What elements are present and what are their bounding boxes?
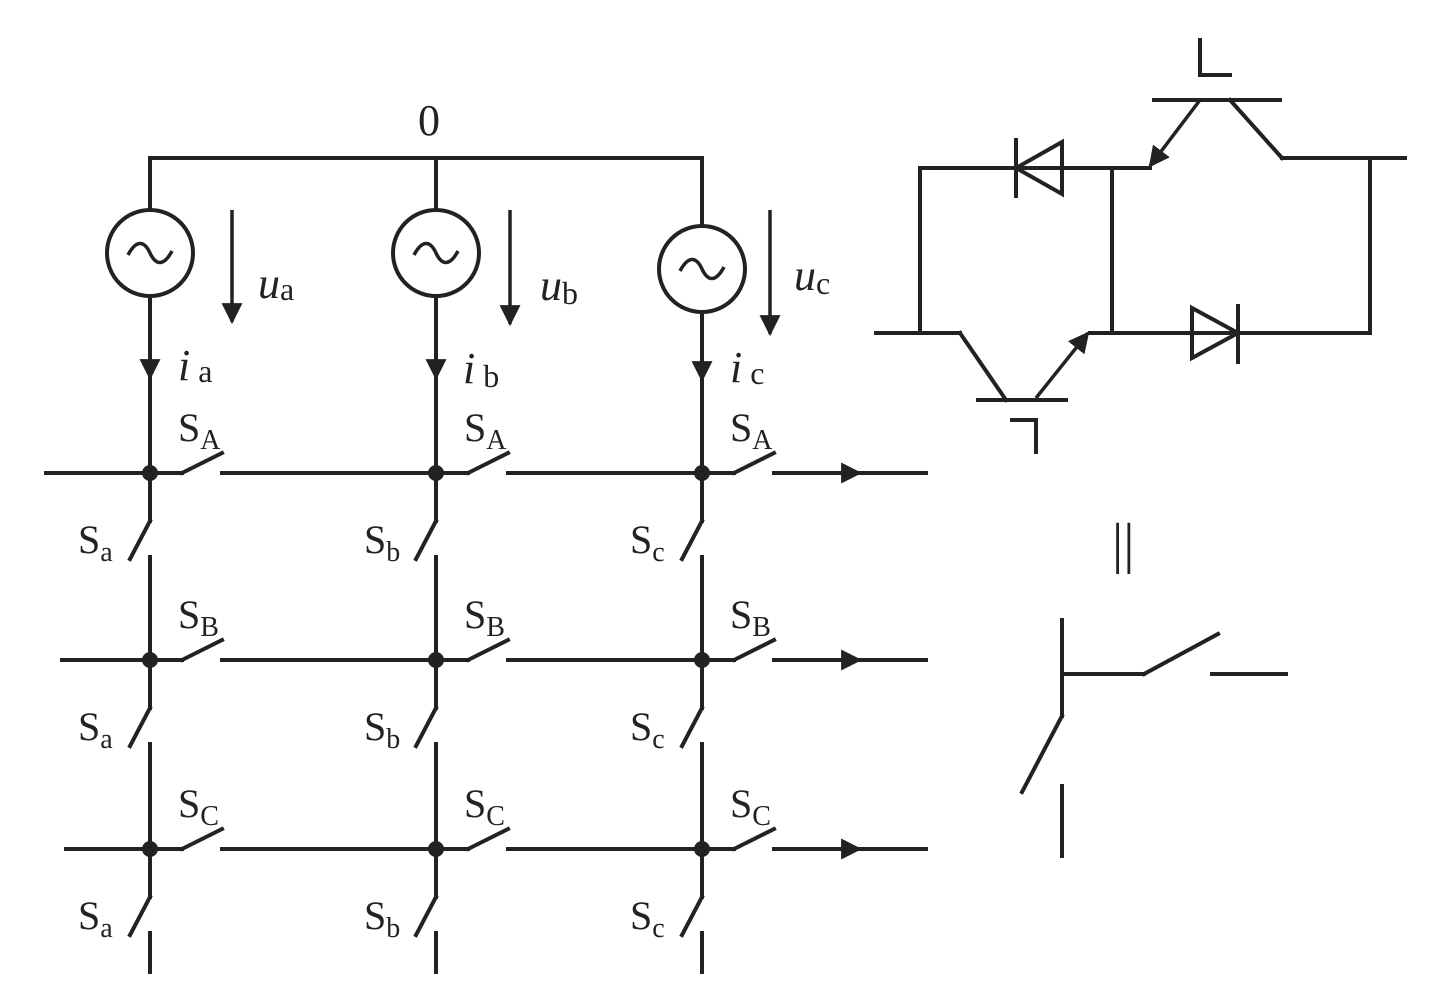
switch-label-b-a-sub: B <box>200 612 219 643</box>
switch-label-c-a-sub: C <box>200 801 219 832</box>
switch-label-a-b: SA <box>464 405 507 456</box>
switch-label-a-b-letter: S <box>464 405 486 450</box>
igbt-icon <box>957 330 1090 454</box>
voltage-label-c: u <box>794 251 816 300</box>
switch-label-c-a-letter: S <box>178 781 200 826</box>
current-label-c: i <box>730 343 742 392</box>
svg-text:ua: ua <box>258 259 294 308</box>
switch-label-b-b: SB <box>464 592 505 643</box>
switch-label-b-c-letter: S <box>364 893 386 938</box>
switch-label-b-b: Sb <box>364 704 400 755</box>
switch-label-a-a: Sa <box>78 517 113 568</box>
switch-label-b-b-sub: B <box>486 612 505 643</box>
neutral-bus: 0 <box>148 96 704 160</box>
switch-label-b-a-letter: S <box>178 592 200 637</box>
switch-label-c-c-sub: C <box>752 801 771 832</box>
switch-label-a-b: Sa <box>78 704 113 755</box>
current-sub-a: a <box>198 353 212 389</box>
switch-label-c-b-letter: S <box>630 704 652 749</box>
voltage-sub-a: a <box>280 271 294 307</box>
switch-label-c-c: Sc <box>630 893 665 944</box>
switch-label-c-b-sub: c <box>652 724 664 755</box>
neutral-label: 0 <box>418 96 440 145</box>
switch-label-b-c-sub: B <box>752 612 771 643</box>
switch-label-b-b-letter: S <box>364 704 386 749</box>
svg-text:ic: ic <box>730 343 764 392</box>
output-row-b <box>60 637 928 851</box>
switch-label-a-c: SA <box>730 405 773 456</box>
output-row-a <box>44 450 928 662</box>
bidirectional-switch-detail: || <box>874 38 1407 858</box>
switch-label-c-a-letter: S <box>630 517 652 562</box>
switch-label-a-c-sub: a <box>100 913 113 944</box>
voltage-sub-c: c <box>816 265 830 301</box>
switch-label-c-b: Sc <box>630 704 665 755</box>
switch-label-a-c: Sa <box>78 893 113 944</box>
svg-text:ib: ib <box>463 344 499 394</box>
switch-label-b-a-letter: S <box>364 517 386 562</box>
switch-label-b-b-letter: S <box>464 592 486 637</box>
svg-text:ia: ia <box>178 341 212 390</box>
switch-label-b-a: Sb <box>364 517 400 568</box>
switch-label-a-b-sub: a <box>100 724 113 755</box>
switch-label-c-b-letter: S <box>464 781 486 826</box>
switch-icon <box>1019 618 1288 858</box>
switch-label-c-b-sub: C <box>486 801 505 832</box>
diode-icon <box>1011 138 1064 198</box>
current-sub-c: c <box>750 355 764 391</box>
switch-label-b-c-sub: b <box>386 913 400 944</box>
switch-label-a-a-sub: a <box>100 537 113 568</box>
switch-label-c-b: SC <box>464 781 505 832</box>
current-label-a: i <box>178 341 190 390</box>
switch-label-a-a-letter: S <box>178 405 200 450</box>
voltage-label-b: u <box>540 261 562 310</box>
current-sub-b: b <box>483 358 499 394</box>
switch-label-a-a: SA <box>178 405 221 456</box>
switch-label-a-c-letter: S <box>78 893 100 938</box>
igbt-icon <box>1148 38 1285 168</box>
svg-text:uc: uc <box>794 251 830 301</box>
current-label-b: i <box>463 344 475 393</box>
switch-label-c-c: SC <box>730 781 771 832</box>
switch-label-a-b-sub: A <box>486 425 507 456</box>
switch-label-c-a: Sc <box>630 517 665 568</box>
switch-label-b-a-sub: b <box>386 537 400 568</box>
equivalence-symbol: || <box>1112 513 1134 575</box>
switch-label-c-a-sub: c <box>652 537 664 568</box>
voltage-label-a: u <box>258 259 280 308</box>
switch-label-c-a: SC <box>178 781 219 832</box>
switch-label-b-a: SB <box>178 592 219 643</box>
switch-label-a-b-letter: S <box>78 704 100 749</box>
switch-label-c-c-letter: S <box>730 781 752 826</box>
switch-label-b-c-letter: S <box>730 592 752 637</box>
switch-label-b-c: Sb <box>364 893 400 944</box>
switch-label-b-c: SB <box>730 592 771 643</box>
switch-label-a-a-sub: A <box>200 425 221 456</box>
switch-label-c-c-letter: S <box>630 893 652 938</box>
voltage-sub-b: b <box>562 275 578 311</box>
switch-label-a-c-sub: A <box>752 425 773 456</box>
switch-label-a-c-letter: S <box>730 405 752 450</box>
diode-icon <box>1190 304 1243 364</box>
output-row-c <box>64 826 928 974</box>
switch-label-a-a-letter: S <box>78 517 100 562</box>
svg-text:ub: ub <box>540 261 578 311</box>
switch-label-c-c-sub: c <box>652 913 664 944</box>
switch-label-b-b-sub: b <box>386 724 400 755</box>
